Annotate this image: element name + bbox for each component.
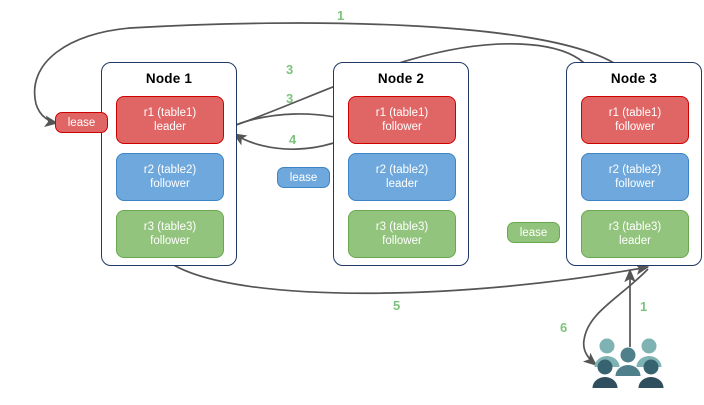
node-2-title: Node 2 <box>377 71 425 86</box>
node-3-replica-r1-name: r1 (table1) <box>608 107 662 119</box>
node-3-replica-r3-name: r3 (table3) <box>608 221 662 233</box>
node-2-replica-r2[interactable]: r2 (table2) leader <box>348 153 456 201</box>
node-1-replica-r2-name: r2 (table2) <box>143 164 197 176</box>
node-2[interactable]: Node 2 r1 (table1) follower r2 (table2) … <box>333 62 469 266</box>
step-label-2: 1 <box>337 8 345 23</box>
node-2-replica-r2-name: r2 (table2) <box>375 164 429 176</box>
node-2-replica-r1-name: r1 (table1) <box>375 107 429 119</box>
node-2-replica-r3-name: r3 (table3) <box>375 221 429 233</box>
node-2-replica-r1-role: follower <box>382 121 422 133</box>
node-3-replica-r1-role: follower <box>615 121 655 133</box>
lease-badge-table1[interactable]: lease <box>55 112 108 133</box>
node-2-replica-r1[interactable]: r1 (table1) follower <box>348 96 456 144</box>
lease-badge-table3[interactable]: lease <box>507 222 560 243</box>
arrow-step-2 <box>33 22 615 127</box>
node-3-replica-r2[interactable]: r2 (table2) follower <box>581 153 689 201</box>
users-group-icon <box>592 338 664 388</box>
node-3-replica-r3-role: leader <box>619 235 651 247</box>
step-label-4: 4 <box>289 132 297 147</box>
node-2-replica-r3[interactable]: r3 (table3) follower <box>348 210 456 258</box>
step-label-5: 5 <box>393 298 401 313</box>
step-label-3-lower: 3 <box>286 91 294 106</box>
node-1-replica-r1-name: r1 (table1) <box>143 107 197 119</box>
node-2-replica-r2-role: leader <box>386 178 418 190</box>
node-1-replica-r3-name: r3 (table3) <box>143 221 197 233</box>
node-1-replica-r3-role: follower <box>150 235 190 247</box>
step-label-3-upper: 3 <box>286 62 294 77</box>
arrow-step-5 <box>171 263 650 295</box>
node-2-replica-r3-role: follower <box>382 235 422 247</box>
node-1-replica-r2[interactable]: r2 (table2) follower <box>116 153 224 201</box>
node-3-replica-r1[interactable]: r1 (table1) follower <box>581 96 689 144</box>
arrow-step-6 <box>582 268 649 366</box>
node-3-replica-r2-name: r2 (table2) <box>608 164 662 176</box>
node-3-replica-r3[interactable]: r3 (table3) leader <box>581 210 689 258</box>
node-3[interactable]: Node 3 r1 (table1) follower r2 (table2) … <box>566 62 702 266</box>
node-3-title: Node 3 <box>610 71 658 86</box>
node-1[interactable]: Node 1 r1 (table1) leader r2 (table2) fo… <box>101 62 237 266</box>
node-1-replica-r2-role: follower <box>150 178 190 190</box>
node-1-title: Node 1 <box>145 71 193 86</box>
node-1-replica-r3[interactable]: r3 (table3) follower <box>116 210 224 258</box>
step-label-1: 1 <box>640 299 648 314</box>
lease-badge-table2[interactable]: lease <box>277 167 330 188</box>
node-1-replica-r1[interactable]: r1 (table1) leader <box>116 96 224 144</box>
node-3-replica-r2-role: follower <box>615 178 655 190</box>
step-label-6: 6 <box>560 320 568 335</box>
node-1-replica-r1-role: leader <box>154 121 186 133</box>
